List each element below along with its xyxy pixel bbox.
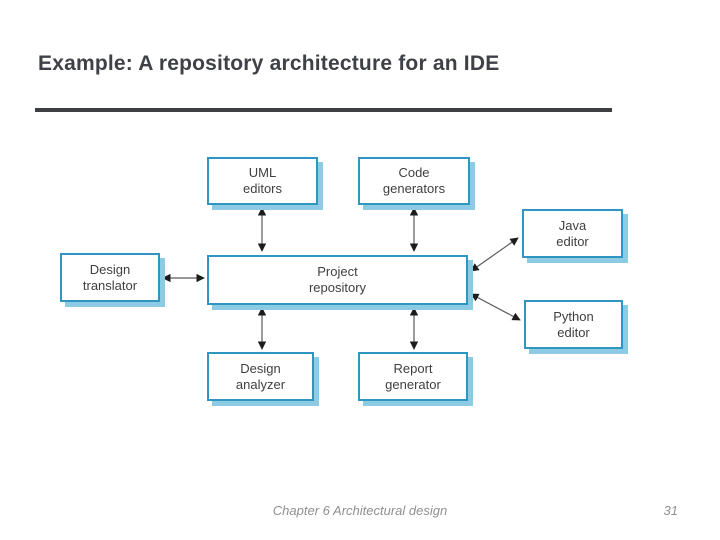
node-project-repository: Project repository: [207, 255, 468, 305]
connector-repository-java-editor-arrow: [470, 237, 519, 272]
node-label-line: Design: [89, 261, 131, 277]
node-report-generator: Report generator: [358, 352, 468, 401]
node-label-line: editors: [242, 181, 283, 196]
title-underline-rule: [35, 108, 612, 112]
node-label-line: generators: [382, 181, 446, 196]
node-label-line: Java: [558, 217, 587, 233]
node-label-line: UML: [248, 165, 277, 180]
node-java-editor: Java editor: [522, 209, 623, 258]
node-label-line: Python: [553, 308, 594, 324]
node-design-translator: Design translator: [60, 253, 160, 302]
node-label-line: translator: [82, 277, 138, 293]
node-label-line: editor: [557, 324, 590, 340]
node-label-line: Design: [240, 360, 281, 376]
connector-repository-python-editor-arrow: [470, 293, 521, 321]
node-label-line: Code: [398, 165, 430, 180]
node-label-line: Project: [317, 264, 358, 279]
slide-title: Example: A repository architecture for a…: [38, 52, 500, 75]
node-code-generators: Code generators: [358, 157, 470, 205]
node-label-line: Report: [393, 360, 433, 376]
node-label-line: analyzer: [235, 376, 286, 392]
slide-footer: Chapter 6 Architectural design 31: [0, 503, 720, 518]
page-number: 31: [663, 503, 678, 518]
node-python-editor: Python editor: [524, 300, 623, 349]
node-design-analyzer: Design analyzer: [207, 352, 314, 401]
node-uml-editors: UML editors: [207, 157, 318, 205]
footer-text: Chapter 6 Architectural design: [272, 503, 448, 518]
node-label-line: repository: [308, 280, 367, 295]
node-label-line: editor: [556, 233, 589, 249]
node-label-line: generator: [385, 376, 441, 392]
